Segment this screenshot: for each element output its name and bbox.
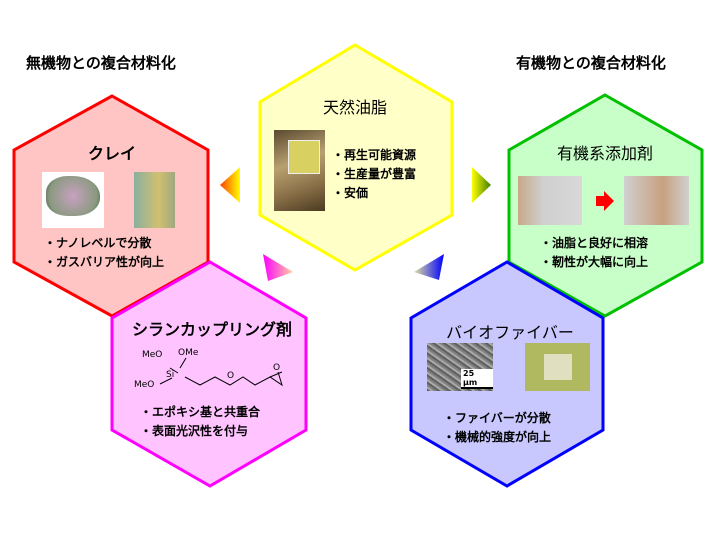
bullet: ・エポキシ基と共重合 [140, 405, 261, 419]
bullet: ・表面光沢性を付与 [140, 424, 249, 438]
organic-additive-bullets: ・油脂と良好に相溶 ・靭性が大幅に向上 [540, 234, 648, 272]
fiber-sem-photo: 25 μm [427, 343, 493, 391]
biofiber-title: バイオファイバー [446, 323, 574, 342]
arrow-down-right-icon [414, 254, 444, 280]
biofiber-bullets: ・ファイバーが分散 ・機械的強度が向上 [443, 409, 551, 447]
clay-hexagon [12, 94, 210, 318]
heading-organic: 有機物との複合材料化 [516, 54, 666, 72]
oil-photo [274, 130, 325, 211]
bullet: ・安価 [332, 186, 369, 200]
silane-bullets: ・エポキシ基と共重合 ・表面光沢性を付与 [140, 403, 260, 441]
clay-title: クレイ [87, 144, 136, 163]
red-arrow-icon [596, 191, 614, 211]
bullet: ・ナノレベルで分散 [44, 236, 152, 250]
arrow-right-icon [472, 167, 491, 203]
natural-oil-title: 天然油脂 [322, 98, 387, 117]
bullet: ・機械的強度が向上 [443, 430, 552, 444]
bullet: ・ファイバーが分散 [443, 411, 551, 425]
clay-film-photo [134, 172, 175, 228]
fiber-film-photo [525, 343, 590, 391]
natural-oil-bullets: ・再生可能資源 ・生産量が豊富 ・安価 [332, 146, 416, 203]
film-fold-photo [624, 176, 689, 225]
bullet: ・油脂と良好に相溶 [540, 236, 649, 250]
arrow-down-left-icon [263, 254, 293, 281]
silane-hexagon [110, 260, 308, 488]
clay-bullets: ・ナノレベルで分散 ・ガスバリア性が向上 [44, 234, 164, 272]
scale-bar-label: 25 μm [461, 369, 493, 389]
oxygen-label: O [227, 371, 234, 381]
bullet: ・靭性が大幅に向上 [540, 255, 649, 269]
meo-label: MeO [142, 350, 162, 360]
silane-structure-diagram: MeO OMe MeO Si O O [134, 348, 283, 390]
epoxy-oxygen-label: O [273, 363, 280, 373]
bullet: ・生産量が豊富 [332, 167, 417, 181]
film-bend-photo [518, 176, 582, 225]
silane-title: シランカップリング剤 [131, 320, 292, 339]
meo-label: MeO [134, 380, 154, 390]
clay-photo [42, 172, 104, 228]
organic-additive-title: 有機系添加剤 [556, 144, 653, 163]
bullet: ・再生可能資源 [332, 148, 417, 162]
biofiber-hexagon [409, 260, 605, 488]
si-label: Si [166, 370, 174, 380]
arrow-left-icon [220, 167, 240, 203]
bullet: ・ガスバリア性が向上 [44, 255, 165, 269]
heading-inorganic: 無機物との複合材料化 [26, 54, 176, 72]
ome-label: OMe [178, 348, 199, 358]
natural-oil-hexagon [258, 43, 454, 272]
